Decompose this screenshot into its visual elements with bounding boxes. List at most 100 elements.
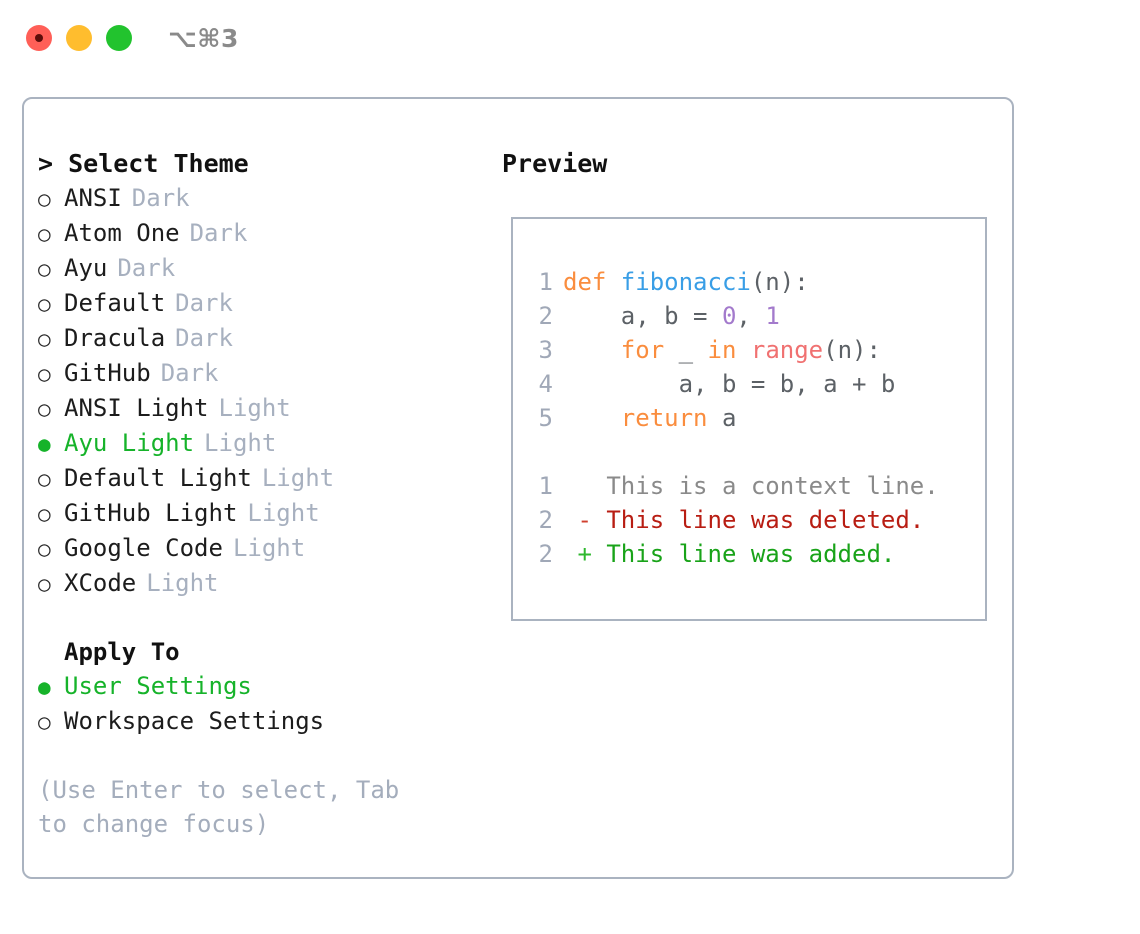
close-button[interactable] (26, 25, 52, 51)
apply-to-option[interactable]: ● User Settings (38, 669, 498, 704)
theme-option-label: Ayu (64, 254, 108, 282)
theme-option[interactable]: ○ ANSI Dark (38, 181, 498, 216)
code-token: (n): (750, 268, 809, 296)
theme-option-variant-tag: Dark (189, 219, 248, 247)
code-token: fibonacci (620, 268, 751, 296)
diff-line: 2 + This line was added. (531, 537, 939, 571)
theme-option-label: ANSI (64, 184, 122, 212)
theme-option-label: XCode (64, 569, 137, 597)
theme-option-variant-tag: Light (218, 394, 291, 422)
radio-unselected-icon: ○ (38, 362, 51, 386)
code-line: 5 return a (531, 401, 939, 435)
radio-unselected-icon: ○ (38, 537, 51, 561)
code-line: 2 a, b = 0, 1 (531, 299, 939, 333)
theme-option-label: Atom One (64, 219, 180, 247)
theme-option[interactable]: ○ Atom One Dark (38, 216, 498, 251)
code-token: a, b = (563, 302, 722, 330)
theme-option[interactable]: ○ XCode Light (38, 566, 498, 601)
select-theme-heading: > Select Theme (38, 149, 249, 178)
line-number: 3 (538, 336, 553, 364)
maximize-button[interactable] (106, 25, 132, 51)
theme-option-label: Ayu Light (64, 429, 195, 457)
line-number: 2 (538, 302, 553, 330)
theme-option-label: Default (64, 289, 166, 317)
theme-option-variant-tag: Light (261, 464, 335, 492)
apply-to-heading: Apply To (64, 638, 180, 666)
code-token: , (736, 302, 766, 330)
code-line: 3 for _ in range(n): (531, 333, 939, 367)
theme-option-variant-tag: Light (146, 569, 219, 597)
radio-unselected-icon: ○ (38, 572, 51, 596)
code-token (563, 336, 621, 364)
theme-option-variant-tag: Dark (160, 359, 219, 387)
code-token: (n): (823, 336, 881, 364)
theme-option-label: Dracula (64, 324, 166, 352)
line-number: 5 (538, 404, 553, 432)
diff-line: 1 This is a context line. (531, 469, 939, 503)
diff-text: This is a context line. (606, 472, 939, 500)
code-token: return (620, 404, 708, 432)
radio-unselected-icon: ○ (38, 502, 51, 526)
diff-marker: - (563, 506, 607, 534)
apply-to-option-label: User Settings (64, 672, 252, 700)
theme-option-variant-tag: Dark (117, 254, 176, 282)
theme-option-label: GitHub (64, 359, 151, 387)
diff-marker: + (563, 540, 607, 568)
diff-text: This line was deleted. (606, 506, 925, 534)
line-number: 2 (538, 540, 553, 568)
code-token: a, b = b, a + b (563, 370, 896, 398)
code-token: 1 (765, 302, 780, 330)
preview-divider (531, 435, 939, 469)
radio-selected-icon: ● (38, 675, 51, 699)
radio-unselected-icon: ○ (38, 222, 51, 246)
radio-unselected-icon: ○ (38, 187, 51, 211)
code-token: _ (664, 336, 708, 364)
apply-to-list[interactable]: ● User Settings ○ Workspace Settings (38, 669, 498, 739)
radio-unselected-icon: ○ (38, 467, 51, 491)
apply-to-option[interactable]: ○ Workspace Settings (38, 704, 498, 739)
theme-option[interactable]: ○ GitHub Dark (38, 356, 498, 391)
radio-unselected-icon: ○ (38, 710, 51, 734)
diff-text: This line was added. (606, 540, 896, 568)
line-number: 2 (538, 506, 553, 534)
radio-selected-icon: ● (38, 432, 51, 456)
line-number: 4 (538, 370, 553, 398)
code-token: range (750, 336, 824, 364)
code-token: for (620, 336, 665, 364)
theme-option[interactable]: ○ GitHub Light Light (38, 496, 498, 531)
theme-option[interactable]: ○ Default Dark (38, 286, 498, 321)
code-token (736, 336, 750, 364)
code-token: def (563, 268, 621, 296)
theme-option[interactable]: ○ Ayu Dark (38, 251, 498, 286)
code-token: a (707, 404, 737, 432)
line-number: 1 (538, 268, 553, 296)
theme-option[interactable]: ○ Default Light Light (38, 461, 498, 496)
theme-option-label: Default Light (64, 464, 252, 492)
theme-option-variant-tag: Dark (175, 289, 233, 317)
radio-unselected-icon: ○ (38, 292, 51, 316)
theme-option-variant-tag: Light (247, 499, 320, 527)
minimize-button[interactable] (66, 25, 92, 51)
theme-option-label: ANSI Light (64, 394, 209, 422)
diff-line: 2 - This line was deleted. (531, 503, 939, 537)
theme-option-variant-tag: Dark (131, 184, 190, 212)
preview-heading: Preview (502, 149, 608, 178)
code-token: in (707, 336, 737, 364)
window-shortcut-title: ⌥⌘3 (168, 24, 239, 53)
theme-option-label: GitHub Light (64, 499, 238, 527)
code-line: 1 def fibonacci(n): (531, 265, 939, 299)
keyboard-hint: (Use Enter to select, Tab to change focu… (38, 776, 414, 838)
radio-unselected-icon: ○ (38, 257, 51, 281)
apply-to-option-label: Workspace Settings (64, 707, 325, 735)
diff-marker (563, 472, 606, 500)
